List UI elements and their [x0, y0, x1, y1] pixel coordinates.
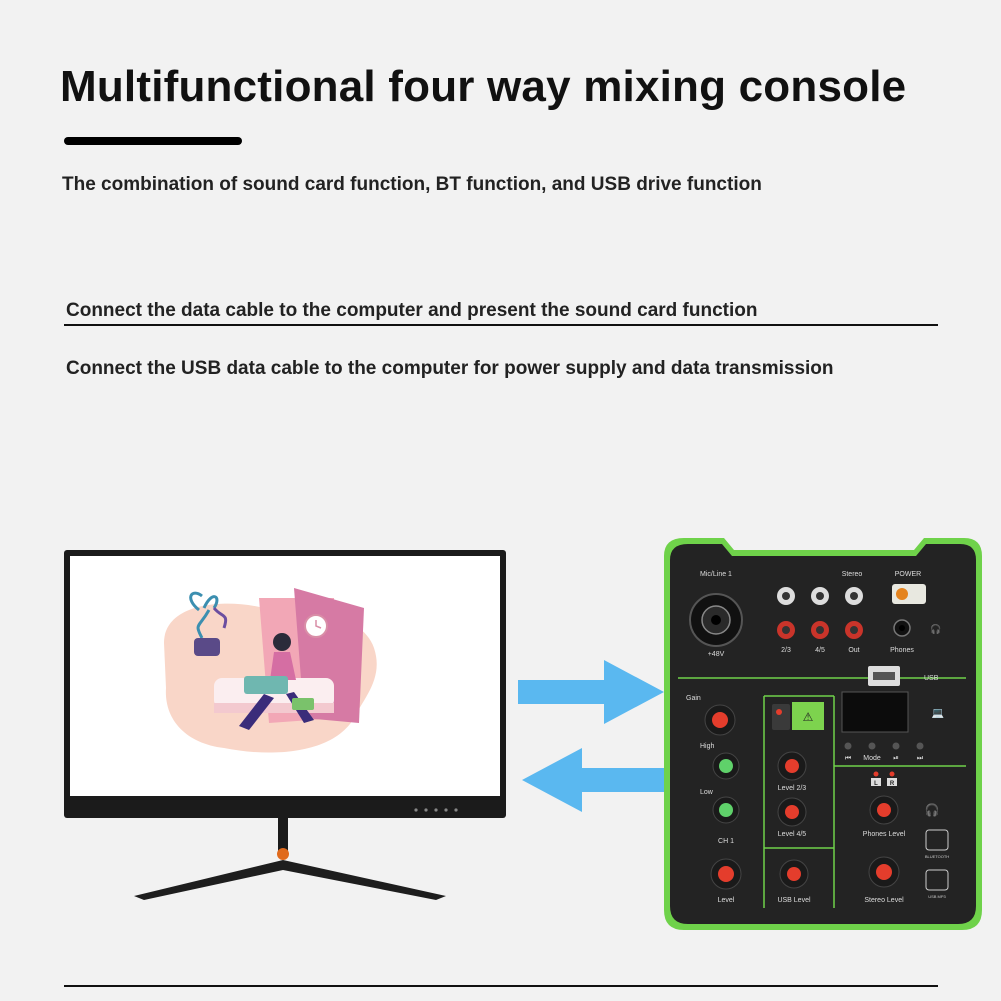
label-power: POWER	[895, 571, 921, 578]
label-level: Level	[718, 897, 735, 904]
prev-icon: ⏮	[845, 755, 851, 762]
label-stereo-level: Stereo Level	[864, 897, 904, 904]
note-usb-power: Connect the USB data cable to the comput…	[66, 358, 834, 379]
label-usb: USB	[924, 675, 939, 682]
label-usb-mp3: USB MP3	[928, 894, 946, 899]
divider-rule	[64, 324, 938, 326]
monitor-joint	[277, 848, 289, 860]
label-bluetooth: BLUETOOTH	[925, 854, 949, 859]
label-ch1: CH 1	[718, 838, 734, 845]
title-underline	[64, 137, 242, 145]
computer-monitor-illustration	[64, 550, 506, 900]
label-mic-line: Mic/Line 1	[700, 571, 732, 578]
label-low: Low	[700, 789, 714, 796]
page-subtitle: The combination of sound card function, …	[62, 174, 762, 195]
label-ch23-jack: 2/3	[781, 647, 791, 654]
label-high: High	[700, 743, 715, 750]
mixer-console-illustration: Mic/Line 1 Stereo POWER +48V 2/3 4/5 Out…	[664, 538, 982, 930]
label-r: R	[890, 781, 895, 787]
label-out: Out	[848, 647, 859, 654]
monitor-neck	[278, 818, 288, 854]
headphones-green-icon: 🎧	[925, 803, 940, 817]
label-ch45-jack: 4/5	[815, 647, 825, 654]
page-title: Multifunctional four way mixing console	[60, 62, 907, 111]
arrow-left-icon	[522, 748, 668, 812]
screen-artwork	[164, 588, 377, 753]
label-level-23: Level 2/3	[778, 785, 807, 792]
label-mode: Mode	[863, 755, 881, 762]
play-pause-icon: ⏯	[893, 755, 899, 762]
label-usb-level: USB Level	[777, 897, 811, 904]
warning-icon: ⚠	[803, 710, 814, 724]
label-phones-level: Phones Level	[863, 831, 906, 838]
label-phones: Phones	[890, 647, 914, 654]
label-48v: +48V	[708, 651, 725, 658]
label-gain: Gain	[686, 695, 701, 702]
bottom-rule	[64, 985, 938, 987]
label-stereo: Stereo	[842, 571, 863, 578]
monitor-base	[134, 860, 446, 900]
label-level-45: Level 4/5	[778, 831, 807, 838]
arrow-right-icon	[518, 660, 664, 724]
label-l: L	[874, 781, 878, 787]
note-sound-card: Connect the data cable to the computer a…	[66, 300, 758, 321]
computer-icon: 💻	[932, 708, 945, 719]
headphone-icon: 🎧	[930, 623, 941, 634]
next-icon: ⏭	[917, 755, 924, 762]
